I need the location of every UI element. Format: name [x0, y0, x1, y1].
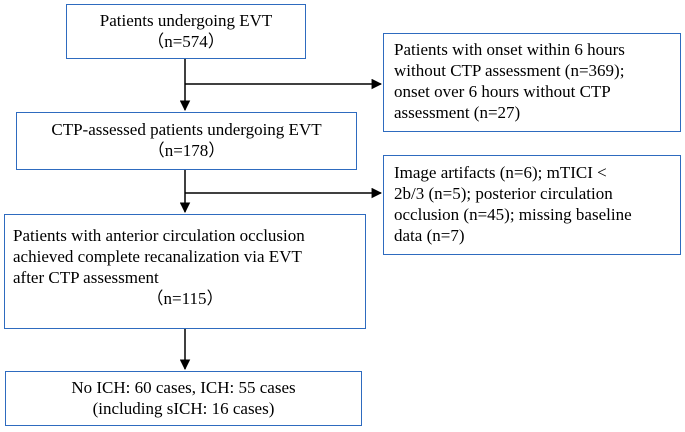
box-ctp-line-1: CTP-assessed patients undergoing EVT	[51, 120, 322, 139]
excluded2-line-1: Image artifacts (n=6); mTICI <	[394, 163, 607, 182]
box-evt-line-2: （n=574）	[147, 32, 225, 51]
anterior-line-2: achieved complete recanalization via EVT	[13, 247, 302, 266]
outcome-line-1: No ICH: 60 cases, ICH: 55 cases	[71, 378, 296, 397]
excluded1-line-4: assessment (n=27)	[394, 103, 521, 122]
anterior-line-3: after CTP assessment	[13, 268, 159, 287]
box-excluded-no-ctp: Patients with onset within 6 hours witho…	[383, 33, 681, 132]
box-ctp-line-2: （n=178）	[147, 141, 226, 160]
anterior-line-1: Patients with anterior circulation occlu…	[13, 226, 305, 245]
excluded1-line-1: Patients with onset within 6 hours	[394, 40, 625, 59]
box-evt-line-1: Patients undergoing EVT	[99, 11, 273, 30]
excluded1-line-3: onset over 6 hours without CTP	[394, 82, 611, 101]
excluded2-line-4: data (n=7)	[394, 226, 465, 245]
outcome-line-2: (including sICH: 16 cases)	[92, 399, 275, 418]
box-anterior-circulation: Patients with anterior circulation occlu…	[4, 214, 366, 329]
box-excluded-artifacts: Image artifacts (n=6); mTICI < 2b/3 (n=5…	[383, 155, 681, 255]
box-outcome: No ICH: 60 cases, ICH: 55 cases (includi…	[5, 371, 362, 426]
excluded2-line-3: occlusion (n=45); missing baseline	[394, 205, 632, 224]
anterior-line-4: （n=115）	[146, 289, 224, 308]
excluded1-line-2: without CTP assessment (n=369);	[394, 61, 625, 80]
excluded2-line-2: 2b/3 (n=5); posterior circulation	[394, 184, 613, 203]
box-ctp-patients: CTP-assessed patients undergoing EVT （n=…	[16, 112, 357, 170]
box-evt-patients: Patients undergoing EVT （n=574）	[66, 4, 306, 59]
